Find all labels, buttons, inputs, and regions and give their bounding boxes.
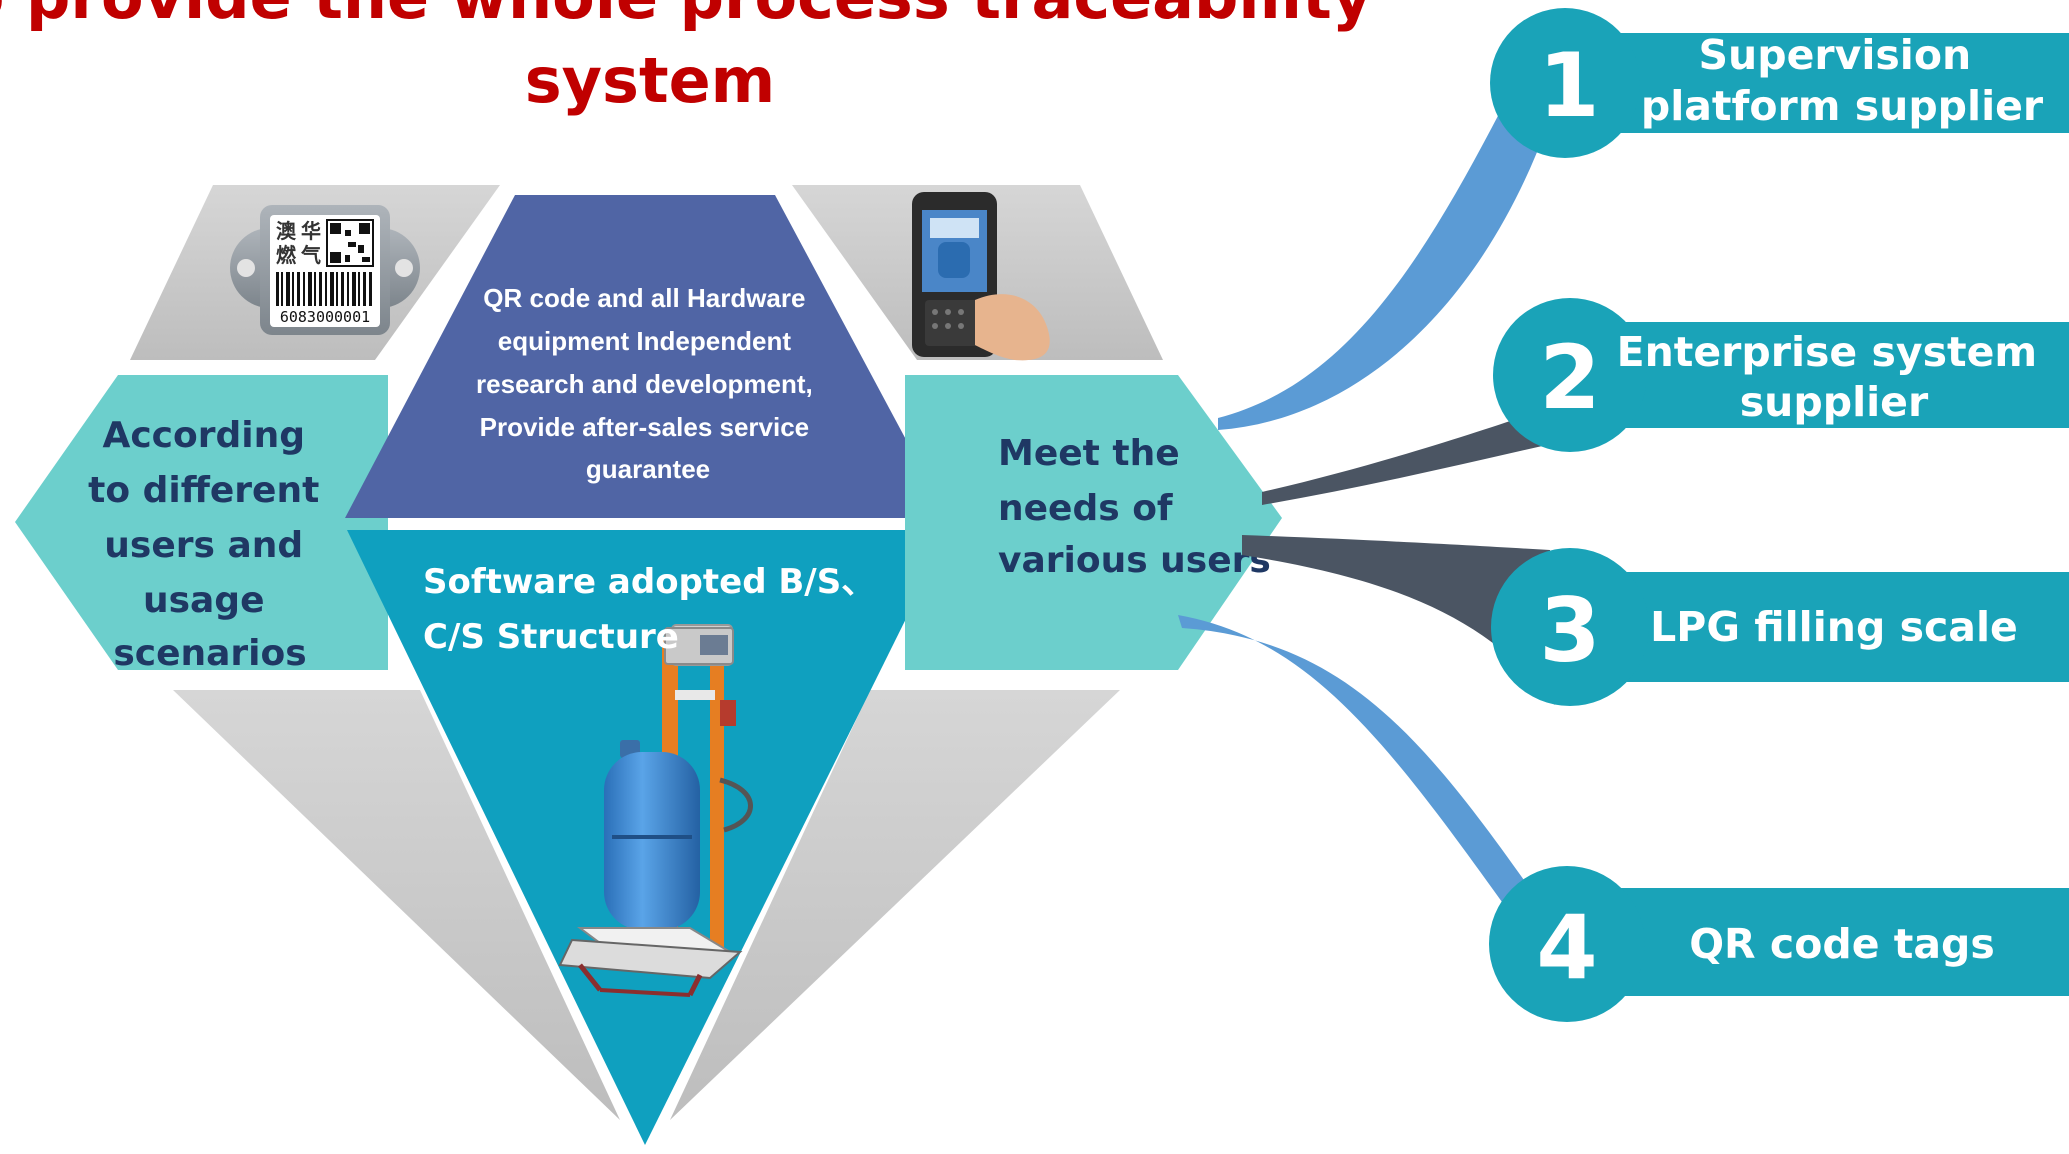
item-label-line: Enterprise system <box>1617 328 2038 376</box>
filling-scale-illustration <box>558 624 753 997</box>
tag-char: 澳 <box>276 219 297 243</box>
item-label: QR code tags <box>1689 920 1995 968</box>
tag-serial-number: 6083000001 <box>280 308 370 326</box>
tag-char: 燃 <box>276 243 297 267</box>
item-bar <box>1560 33 2069 133</box>
center-top-text: QR code and all Hardware equipment Indep… <box>476 283 820 484</box>
right-label-line: various users <box>998 540 1271 581</box>
left-label-line: users and <box>104 525 303 566</box>
item-label-line: platform supplier <box>1641 82 2044 130</box>
center-bottom-text: Software adopted B/S、 C/S Structure <box>423 562 887 657</box>
item-number: 4 <box>1536 896 1597 999</box>
item-label: Enterprise system supplier <box>1617 328 2052 426</box>
facet-bottom-right <box>670 690 1120 1120</box>
right-label-line: needs of <box>998 488 1173 529</box>
left-hexagon <box>15 375 388 670</box>
hand-icon <box>975 294 1050 361</box>
item-circle <box>1491 548 1649 706</box>
right-label: Meet the needs of various users <box>998 433 1271 581</box>
center-top-line: research and development, <box>476 369 813 399</box>
ribbon-4 <box>1178 615 1552 955</box>
center-top-panel <box>345 195 948 518</box>
left-label-line: scenarios <box>113 633 306 674</box>
item-circle <box>1493 298 1647 452</box>
barcode-icon <box>276 272 372 306</box>
item-circle <box>1489 866 1645 1022</box>
right-hexagon <box>905 375 1282 670</box>
right-label-line: Meet the <box>998 433 1180 474</box>
item-enterprise-system: 2 Enterprise system supplier <box>1493 298 2069 452</box>
center-top-line: QR code and all Hardware <box>483 283 805 313</box>
tag-char: 气 <box>300 243 321 267</box>
item-supervision-platform: 1 Supervision platform supplier <box>1490 8 2069 158</box>
item-label-line: supplier <box>1740 378 1929 426</box>
center-bottom-line: C/S Structure <box>423 617 679 657</box>
item-number: 3 <box>1539 579 1600 682</box>
item-label: LPG filling scale <box>1650 603 2018 651</box>
left-label-line: usage <box>143 580 265 621</box>
qr-tag-illustration: 澳 华 燃 气 <box>230 205 420 335</box>
left-label-line: According <box>102 415 305 456</box>
ribbon-3 <box>1242 535 1555 705</box>
title-line-2: system <box>525 44 776 117</box>
ribbon-2 <box>1262 408 1555 505</box>
item-label: Supervision platform supplier <box>1641 31 2044 130</box>
facet-bottom-left <box>173 690 620 1120</box>
center-top-line: Provide after-sales service <box>480 412 810 442</box>
item-circle <box>1490 8 1640 158</box>
center-top-line: guarantee <box>586 454 710 484</box>
center-bottom-line: Software adopted B/S、 <box>423 562 875 602</box>
center-top-line: equipment Independent <box>498 326 792 356</box>
item-number: 1 <box>1538 34 1599 137</box>
item-number: 2 <box>1539 326 1600 429</box>
qr-code-icon <box>326 219 374 267</box>
title-line-1: To provide the whole process traceabilit… <box>0 0 1372 33</box>
item-qr-code-tags: 4 QR code tags <box>1489 866 2069 1022</box>
item-label-line: Supervision <box>1699 31 1972 79</box>
item-lpg-filling-scale: 3 LPG filling scale <box>1491 548 2069 706</box>
left-label-line: to different <box>88 470 319 511</box>
ribbon-1 <box>1218 112 1548 430</box>
tag-char: 华 <box>301 219 321 243</box>
handheld-scanner-illustration <box>912 192 1050 361</box>
left-label: According to different users and usage s… <box>88 415 332 674</box>
